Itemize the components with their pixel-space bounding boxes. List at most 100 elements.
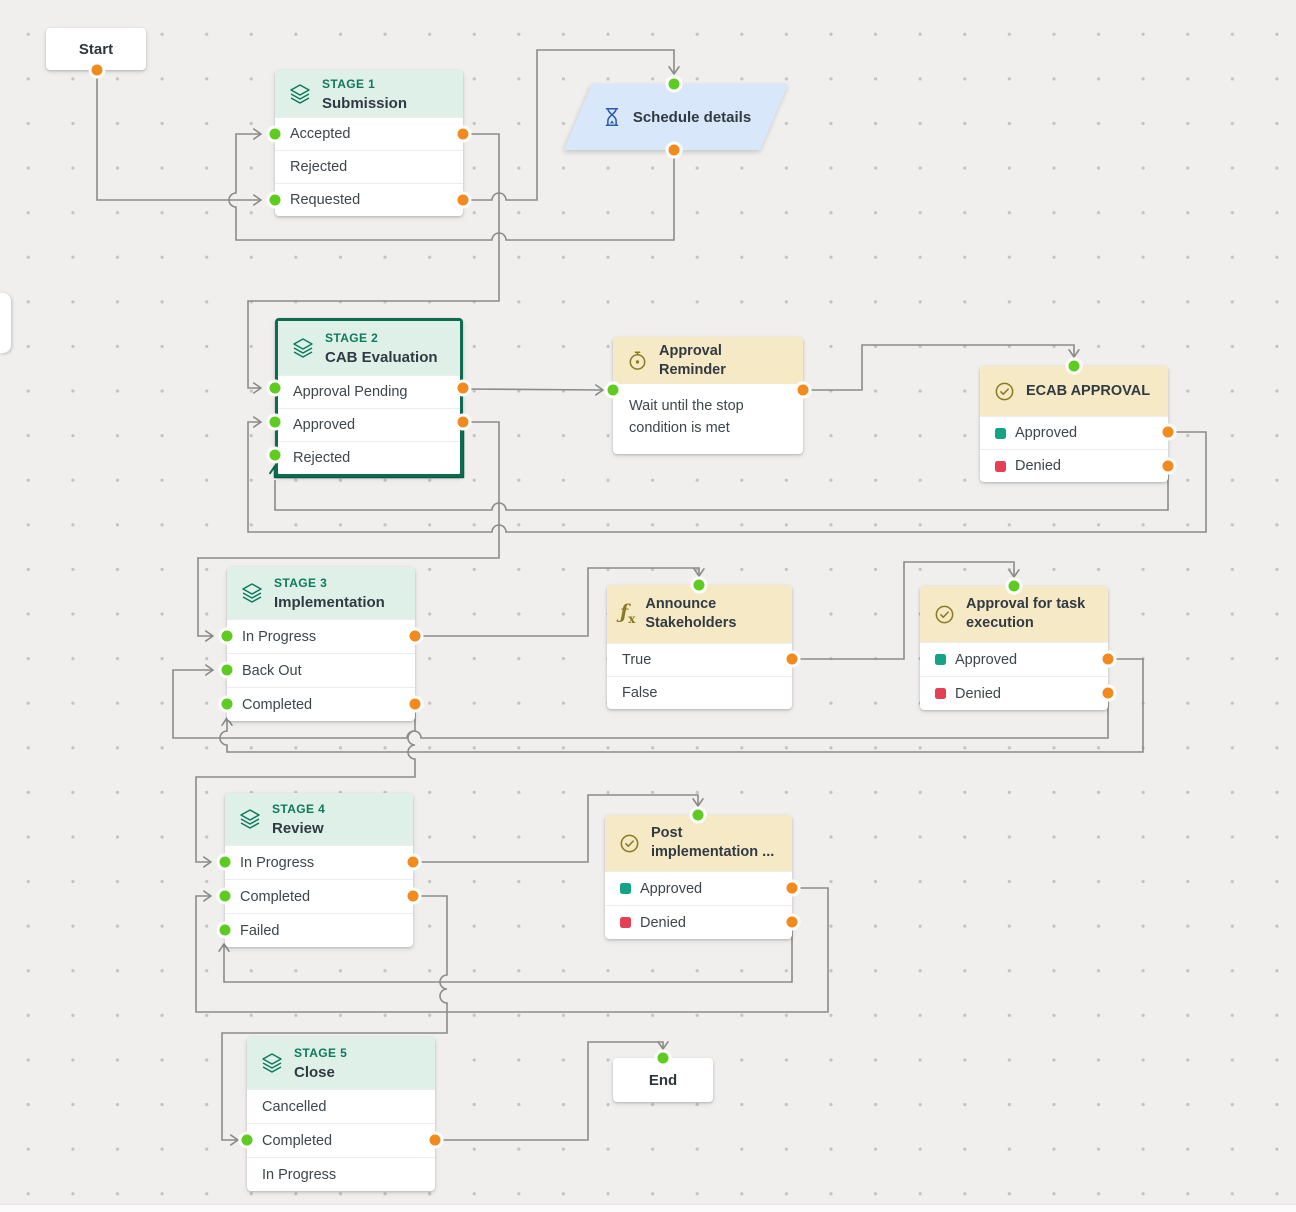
port-stage2-Approved-output[interactable] bbox=[457, 416, 469, 428]
ecab-title: ECAB APPROVAL bbox=[1026, 382, 1151, 399]
port-schedule-out-output[interactable] bbox=[668, 144, 680, 156]
connector-stage4.In Progress-to-post_impl[interactable] bbox=[413, 794, 704, 863]
node-announce-stakeholders[interactable]: ƒx Announce Stakeholders True False bbox=[607, 585, 792, 709]
connector-announce.True-to-task_approval[interactable] bbox=[792, 561, 1020, 660]
announce-outcome-true[interactable]: True bbox=[607, 643, 792, 676]
outcome-label: Denied bbox=[1015, 458, 1061, 474]
port-stage4-In Progress-output[interactable] bbox=[407, 856, 419, 868]
port-stage1-Requested-input[interactable] bbox=[269, 194, 281, 206]
connector-task_approval.Approved-to-stage3.Completed[interactable] bbox=[219, 658, 1144, 753]
node-stage4[interactable]: STAGE 4 Review In Progress Completed Fai… bbox=[225, 793, 413, 947]
node-stage5[interactable]: STAGE 5 Close Cancelled Completed In Pro… bbox=[247, 1037, 435, 1191]
stage5-outcome-in-progress[interactable]: In Progress bbox=[247, 1157, 435, 1191]
node-stage2[interactable]: STAGE 2 CAB Evaluation Approval Pending … bbox=[275, 318, 463, 477]
connector-reminder-to-ecab[interactable] bbox=[803, 344, 1080, 391]
stage1-outcome-accepted[interactable]: Accepted bbox=[275, 117, 463, 150]
port-stage3-In Progress-output[interactable] bbox=[409, 630, 421, 642]
port-task_approval-Approved-output[interactable] bbox=[1102, 653, 1114, 665]
stage2-outcome-approval-pending[interactable]: Approval Pending bbox=[278, 375, 460, 408]
post-implementation-outcome-denied[interactable]: Denied bbox=[605, 905, 792, 939]
stage5-header: STAGE 5 Close bbox=[247, 1037, 435, 1089]
port-stage3-In Progress-input[interactable] bbox=[221, 630, 233, 642]
port-stage5-Completed-input[interactable] bbox=[241, 1134, 253, 1146]
node-end[interactable]: End bbox=[613, 1058, 713, 1102]
port-task_approval-Denied-output[interactable] bbox=[1102, 687, 1114, 699]
node-ecab-approval[interactable]: ECAB APPROVAL Approved Denied bbox=[980, 366, 1168, 482]
outcome-label: Rejected bbox=[293, 450, 351, 466]
task-approval-outcome-denied[interactable]: Denied bbox=[920, 676, 1108, 710]
connector-start-to-stage1.Requested[interactable] bbox=[96, 70, 262, 206]
port-stage5-Completed-output[interactable] bbox=[429, 1134, 441, 1146]
port-post_impl-in-input[interactable] bbox=[692, 809, 704, 821]
port-start-out-output[interactable] bbox=[91, 64, 103, 76]
left-panel-handle[interactable] bbox=[0, 293, 11, 353]
stage3-outcome-completed[interactable]: Completed bbox=[227, 687, 415, 721]
port-post_impl-Approved-output[interactable] bbox=[786, 882, 798, 894]
connector-stage5.Completed-to-end[interactable] bbox=[435, 1040, 669, 1141]
port-end-in-input[interactable] bbox=[657, 1052, 669, 1064]
connector-post_impl.Approved-to-stage4.Completed[interactable] bbox=[195, 887, 829, 1013]
stage4-outcome-in-progress[interactable]: In Progress bbox=[225, 845, 413, 879]
port-stage3-Back Out-input[interactable] bbox=[221, 664, 233, 676]
connector-stage2.Approved-to-stage3.In Progress[interactable] bbox=[197, 421, 500, 642]
port-stage2-Approval Pending-output[interactable] bbox=[457, 382, 469, 394]
port-ecab-Denied-output[interactable] bbox=[1162, 460, 1174, 472]
stage2-outcome-rejected[interactable]: Rejected bbox=[278, 441, 460, 474]
port-stage4-Completed-input[interactable] bbox=[219, 890, 231, 902]
task-approval-outcome-approved[interactable]: Approved bbox=[920, 642, 1108, 676]
post-implementation-outcome-approved[interactable]: Approved bbox=[605, 871, 792, 905]
stage4-outcome-failed[interactable]: Failed bbox=[225, 913, 413, 947]
port-stage3-Completed-input[interactable] bbox=[221, 698, 233, 710]
hourglass-icon bbox=[601, 106, 623, 128]
port-reminder-out-output[interactable] bbox=[797, 384, 809, 396]
connector-post_impl.Denied-to-stage4.Failed[interactable] bbox=[218, 922, 793, 983]
node-start[interactable]: Start bbox=[46, 28, 146, 70]
connector-schedule-to-stage1.Accepted[interactable] bbox=[228, 128, 675, 241]
connector-stage3.In Progress-to-announce[interactable] bbox=[415, 567, 705, 637]
port-reminder-in-input[interactable] bbox=[607, 384, 619, 396]
port-announce-True-output[interactable] bbox=[786, 653, 798, 665]
node-stage1[interactable]: STAGE 1 Submission Accepted Rejected Req… bbox=[275, 70, 463, 216]
stage4-outcome-completed[interactable]: Completed bbox=[225, 879, 413, 913]
port-stage2-Approved-input[interactable] bbox=[269, 416, 281, 428]
connector-stage1.Requested-to-schedule[interactable] bbox=[463, 49, 680, 201]
port-announce-in-input[interactable] bbox=[693, 579, 705, 591]
connector-stage1.Accepted-to-stage2.Approval Pending[interactable] bbox=[247, 133, 500, 394]
port-schedule-in-input[interactable] bbox=[668, 78, 680, 90]
port-ecab-Approved-output[interactable] bbox=[1162, 426, 1174, 438]
port-post_impl-Denied-output[interactable] bbox=[786, 916, 798, 928]
stage1-outcome-rejected[interactable]: Rejected bbox=[275, 150, 463, 183]
stage3-outcome-back-out[interactable]: Back Out bbox=[227, 653, 415, 687]
port-stage4-Completed-output[interactable] bbox=[407, 890, 419, 902]
stage3-outcome-in-progress[interactable]: In Progress bbox=[227, 619, 415, 653]
stage2-outcome-approved[interactable]: Approved bbox=[278, 408, 460, 441]
connector-stage3.Completed-to-stage4.In Progress[interactable] bbox=[195, 704, 416, 868]
node-approval-reminder[interactable]: Approval Reminder Wait until the stop co… bbox=[613, 337, 803, 454]
stage5-outcome-cancelled[interactable]: Cancelled bbox=[247, 1089, 435, 1123]
port-stage4-In Progress-input[interactable] bbox=[219, 856, 231, 868]
port-stage3-Completed-output[interactable] bbox=[409, 698, 421, 710]
connector-stage2.Approval Pending-to-reminder[interactable] bbox=[462, 384, 604, 396]
stage5-outcome-completed[interactable]: Completed bbox=[247, 1123, 435, 1157]
node-schedule-details[interactable]: Schedule details bbox=[563, 84, 789, 150]
port-stage2-Approval Pending-input[interactable] bbox=[269, 382, 281, 394]
port-stage2-Rejected-input[interactable] bbox=[269, 449, 281, 461]
port-ecab-in-input[interactable] bbox=[1068, 360, 1080, 372]
port-stage1-Requested-output[interactable] bbox=[457, 194, 469, 206]
port-stage1-Accepted-output[interactable] bbox=[457, 128, 469, 140]
ecab-outcome-approved[interactable]: Approved bbox=[980, 416, 1168, 449]
node-post-implementation[interactable]: Post implementation ... Approved Denied bbox=[605, 815, 792, 939]
port-stage4-Failed-input[interactable] bbox=[219, 924, 231, 936]
announce-outcome-false[interactable]: False bbox=[607, 676, 792, 709]
outcome-label: Accepted bbox=[290, 126, 351, 142]
connector-stage4.Completed-to-stage5.Completed[interactable] bbox=[221, 895, 448, 1146]
port-stage1-Accepted-input[interactable] bbox=[269, 128, 281, 140]
ecab-outcome-denied[interactable]: Denied bbox=[980, 449, 1168, 482]
node-task-approval[interactable]: Approval for task execution Approved Den… bbox=[920, 586, 1108, 710]
node-stage3[interactable]: STAGE 3 Implementation In Progress Back … bbox=[227, 567, 415, 721]
stage2-badge: STAGE 2 bbox=[325, 331, 379, 345]
port-task_approval-in-input[interactable] bbox=[1008, 580, 1020, 592]
layers-icon bbox=[291, 336, 315, 360]
stage1-outcome-requested[interactable]: Requested bbox=[275, 183, 463, 216]
